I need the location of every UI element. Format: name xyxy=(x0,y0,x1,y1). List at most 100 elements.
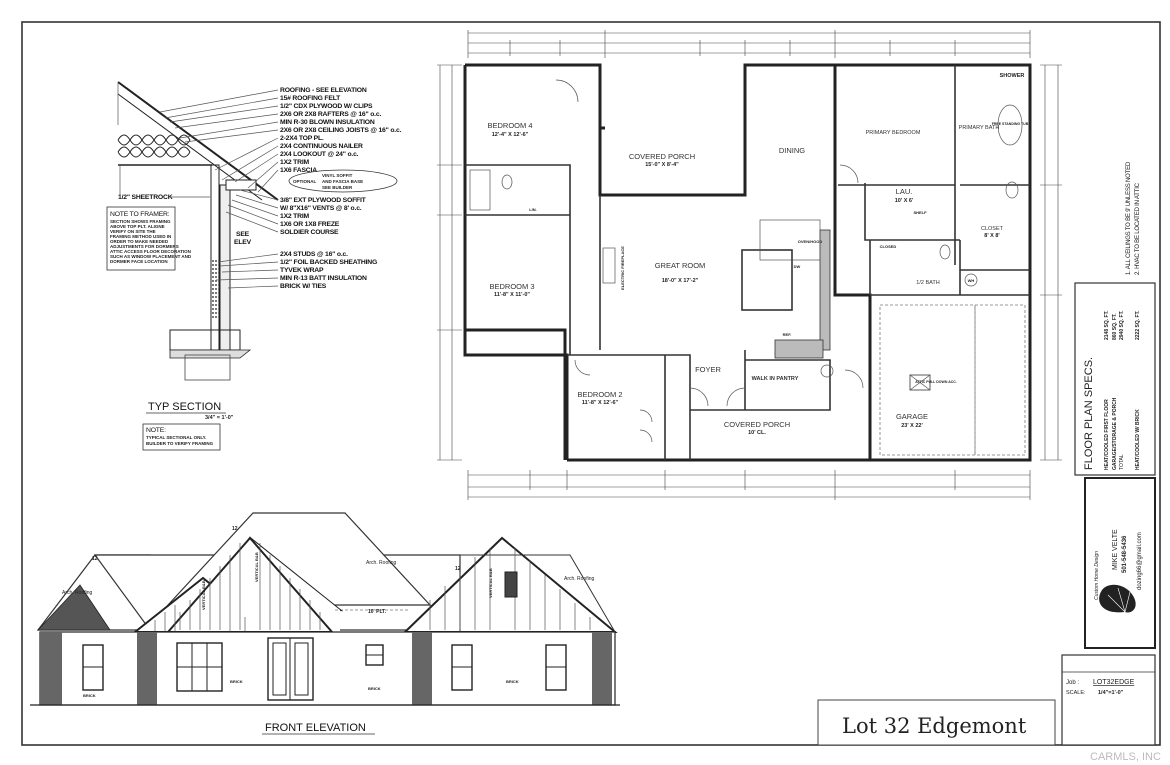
see-elev: ELEV xyxy=(234,239,252,246)
brick-label: BRICK xyxy=(83,693,96,698)
job-label: Job : xyxy=(1066,680,1079,686)
job-value: LOT32EDGE xyxy=(1093,679,1135,686)
callout: ROOFING - SEE ELEVATION xyxy=(280,87,367,94)
ginkgo-leaf-logo xyxy=(1099,584,1136,640)
callout: MIN R-13 BATT INSULATION xyxy=(280,275,367,282)
designer-email: dozing66@gmail.com xyxy=(1137,532,1143,590)
exterior-wall xyxy=(463,63,1032,462)
callout: TYVEK WRAP xyxy=(280,267,324,274)
brick-label: BRICK xyxy=(368,686,381,691)
spec-label: HEAT/COOLED FIRST FLOOR xyxy=(1104,399,1110,470)
room-name: GREAT ROOM xyxy=(655,261,706,270)
callout: 2-2X4 TOP PL. xyxy=(280,135,324,142)
toilet-icon xyxy=(501,174,513,190)
callout: 15# ROOFING FELT xyxy=(280,95,341,102)
section-scale: 3/4" = 1'-0" xyxy=(205,415,234,421)
scale-value: 1/4"=1'-0" xyxy=(1098,690,1124,696)
pitch-label: 12 xyxy=(455,566,461,572)
tub-icon xyxy=(997,104,1023,146)
room-size: 11'-8" X 12'-6" xyxy=(582,400,619,406)
brick-label: BRICK xyxy=(230,679,243,684)
fixture-label: OVEN/HOOD xyxy=(798,239,823,244)
room-size: 15'-0" X 8'-4" xyxy=(645,162,679,168)
callout: 2X4 STUDS @ 16" o.c. xyxy=(280,251,348,258)
optional-text: SEE BUILDER xyxy=(322,185,353,190)
optional-text: VINYL SOFFIT xyxy=(322,173,353,178)
room-name: COVERED PORCH xyxy=(724,420,790,429)
tub-icon xyxy=(469,169,491,211)
brick-label: BRICK xyxy=(506,679,519,684)
fixture-label: ATTIC PULL DOWN ACC. xyxy=(915,380,957,384)
callout: 1/2" FOIL BACKED SHEATHING xyxy=(280,259,377,266)
room-name: LAU. xyxy=(896,187,913,196)
watermark: CARMLS, INC xyxy=(1090,751,1161,763)
general-note: 1. ALL CEILINGS TO BE 9' UNLESS NOTED xyxy=(1126,161,1132,275)
hip-roof-shaded xyxy=(37,584,111,631)
section-note-title: NOTE: xyxy=(146,427,166,434)
framer-note-title: NOTE TO FRAMER: xyxy=(110,211,170,218)
room-name: CLOSET xyxy=(981,226,1004,232)
fixture-label: WH xyxy=(968,278,975,283)
sheet-border xyxy=(21,21,1161,746)
room-size: 10' CL. xyxy=(748,430,766,436)
room-size: 12'-4" X 12'-6" xyxy=(492,132,529,138)
section-callouts: ROOFING - SEE ELEVATION 15# ROOFING FELT… xyxy=(159,87,402,290)
framer-note-line: DORMER FACE LOCATION xyxy=(110,259,168,264)
spec-value: 2940 SQ. FT. xyxy=(1119,310,1125,340)
fixture-labels: SHOWER FREE STANDING TUB ELECTRIC FIREPL… xyxy=(529,73,1028,384)
gable-vent xyxy=(504,571,518,598)
roofing-label: Arch. Roofing xyxy=(564,576,595,582)
kitchen-island xyxy=(741,249,793,311)
callout: BRICK W/ TIES xyxy=(280,283,327,290)
pitch-label: 12 xyxy=(232,526,238,532)
room-name: BEDROOM 2 xyxy=(577,390,622,399)
fixture-label: FREE STANDING TUB xyxy=(992,122,1029,126)
spec-value: 2222 SQ. FT. xyxy=(1135,310,1141,340)
framer-note-line: VERIFY ON SITE THE xyxy=(110,229,156,234)
job-block: Job : LOT32EDGE SCALE: 1/4"=1'-0" xyxy=(1061,654,1156,746)
sheetrock-label: 1/2" SHEETROCK xyxy=(118,194,173,201)
callout: 1X2 TRIM xyxy=(280,159,310,166)
siding-label: VERTICAL B&B xyxy=(201,580,206,610)
designer-block: Custom Home Design MIKE VELTE 501-548-54… xyxy=(1084,477,1156,649)
siding-label: VERTICAL B&B xyxy=(254,552,259,582)
specs-title: FLOOR PLAN SPECS. xyxy=(1083,357,1095,470)
title-block: Lot 32 Edgemont xyxy=(817,699,1056,746)
general-notes: 1. ALL CEILINGS TO BE 9' UNLESS NOTED 2.… xyxy=(1126,161,1141,275)
callout: 3/8" EXT PLYWOOD SOFFIT xyxy=(280,197,367,204)
brick-column xyxy=(412,632,432,705)
section-note-line: TYPICAL SECTIONAL ONLY. xyxy=(146,435,206,440)
section-note-line: BUILDER TO VERIFY FRAMING xyxy=(146,441,214,446)
toilet-icon xyxy=(939,244,951,260)
framer-note-line: ATTIC ACCESS FLOOR DECORATION xyxy=(110,249,191,254)
plate-label: 10' PLT. xyxy=(368,609,387,615)
room-labels: BEDROOM 4 12'-4" X 12'-6" COVERED PORCH … xyxy=(487,121,1003,436)
room-name: PRIMARY BEDROOM xyxy=(866,130,921,136)
spec-label: GARAGE/STORAGE & PORCH xyxy=(1112,397,1118,470)
section-title: TYP SECTION xyxy=(148,401,221,413)
room-name: 1/2 BATH xyxy=(916,280,939,286)
room-size: 11'-8" X 11'-0" xyxy=(494,292,530,298)
framer-note-line: ADJUSTMENTS FOR DORMERS xyxy=(110,244,179,249)
room-name: BEDROOM 4 xyxy=(487,121,532,130)
spec-value: 860 SQ. FT. xyxy=(1112,313,1118,340)
callout: 1X2 TRIM xyxy=(280,213,310,220)
typical-section: ROOFING - SEE ELEVATION 15# ROOFING FELT… xyxy=(106,81,402,451)
designer-tagline: Custom Home Design xyxy=(1094,551,1100,600)
callout: SOLDIER COURSE xyxy=(280,229,339,236)
water-heater-icon xyxy=(964,273,978,287)
fireplace-icon xyxy=(602,247,616,284)
brick-column xyxy=(592,632,612,705)
brick-column xyxy=(40,632,62,705)
pitch-label: 12 xyxy=(92,556,98,562)
spec-label: HEAT/COOLED W/ BRICK xyxy=(1135,409,1141,470)
fixture-label: REF. xyxy=(783,332,792,337)
elevation-wall xyxy=(39,631,616,706)
framer-note-line: FRAMING METHOD USED IN xyxy=(110,234,171,239)
callout: 2X6 OR 2X8 CEILING JOISTS @ 16" o.c. xyxy=(280,127,402,134)
scale-label: SCALE: xyxy=(1066,690,1086,696)
garage-wall xyxy=(833,65,872,460)
designer-phone: 501-548-5436 xyxy=(1122,535,1128,573)
insulation-batts xyxy=(117,134,191,158)
